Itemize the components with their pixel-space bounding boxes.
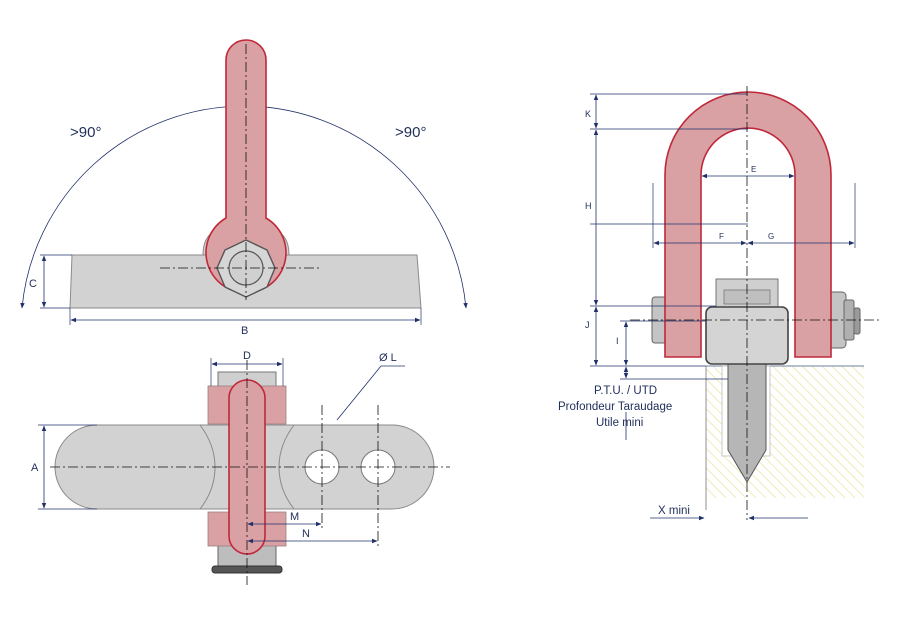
plan-view: A D Ø L M N	[31, 350, 450, 585]
dim-G-label: G	[768, 232, 774, 241]
dim-A-label: A	[31, 462, 39, 474]
side-view: >90° >90° C B	[20, 39, 468, 337]
ptu-label-line2: Profondeur Taraudage	[558, 401, 672, 413]
ptu-label-line1: P.T.U. / UTD	[594, 385, 657, 397]
dim-F-label: F	[719, 232, 724, 241]
dim-D-label: D	[243, 350, 251, 362]
shackle-bow	[664, 91, 832, 358]
dim-E-label: E	[751, 165, 756, 174]
plan-shackle	[228, 379, 266, 555]
dim-J-label: J	[585, 320, 590, 330]
dim-N-label: N	[302, 528, 310, 540]
ptu-label-line3: Utile mini	[596, 417, 643, 429]
angle-right-label: >90°	[395, 124, 426, 141]
dim-C-label: C	[29, 278, 37, 290]
dim-L-label: Ø L	[379, 352, 397, 364]
dim-X-mini-label: X mini	[658, 505, 690, 517]
dim-B-label: B	[241, 325, 248, 337]
angle-left-label: >90°	[70, 124, 101, 141]
dim-K-label: K	[585, 109, 591, 119]
dim-I-label: I	[616, 336, 619, 346]
dim-H-label: H	[585, 201, 592, 211]
front-view: K H J I P.T.U. / UTD Profondeur Taraudag…	[558, 86, 880, 521]
dim-M-label: M	[290, 511, 299, 523]
